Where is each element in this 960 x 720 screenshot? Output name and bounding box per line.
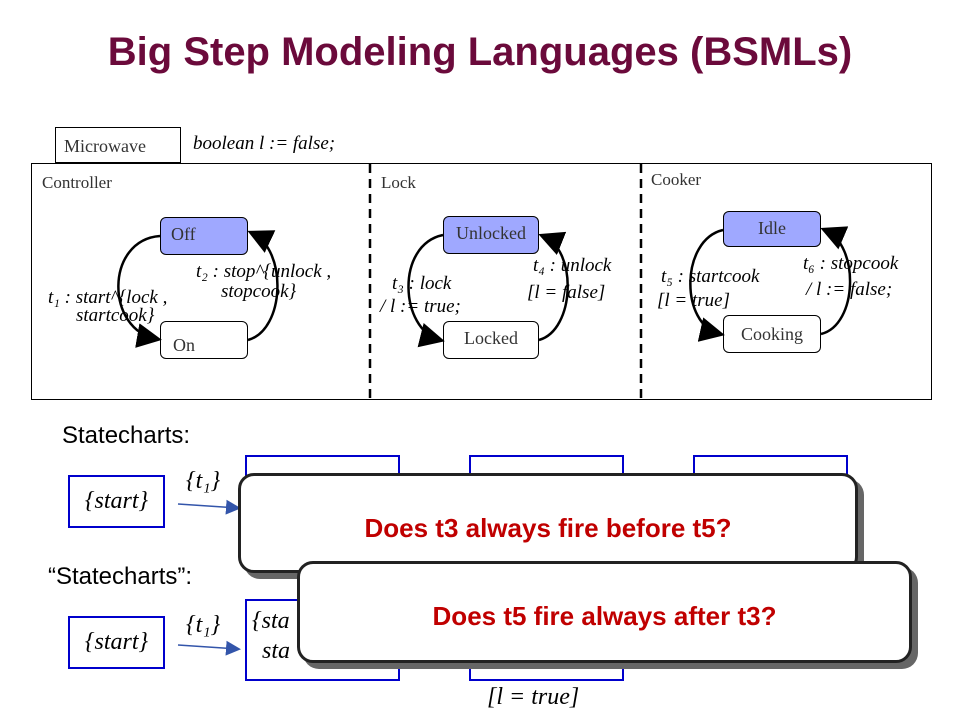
question-callout-1: Does t3 always fire before t5? [238,473,858,573]
state-unlocked[interactable]: Unlocked [443,216,539,254]
transition-arrow-t4 [538,231,569,342]
transition-label-t4-line1: t₄ : unlock [533,255,612,276]
transition-arrow-t5 [689,228,725,342]
transition-label-t1-line2: startcook} [76,305,155,326]
step-box-text-line2: sta [262,638,291,664]
question-callout-1-text: Does t3 always fire before t5? [364,513,732,543]
transition-arrow-t2 [247,230,279,342]
arrow-label-t1: {t₁} [186,468,221,494]
region-label-lock: Lock [381,173,416,192]
transition-label-t5-line1: t₅ : startcook [661,266,760,287]
start-step-box-2: {start} [68,616,165,669]
transition-label-t6-line1: t₆ : stopcook [803,253,899,274]
page-title: Big Step Modeling Languages (BSMLs) [107,30,853,74]
transition-arrow-t1 [117,234,162,348]
section-label-statecharts: Statecharts: [62,422,191,449]
section-label-statecharts-quoted: “Statecharts”: [48,563,193,590]
state-locked[interactable]: Locked [443,321,539,359]
state-cooking[interactable]: Cooking [723,315,821,353]
transition-label-t2-line1: t₂ : stop^{unlock , [196,261,332,282]
transition-label-t5-line2: [l = true] [657,290,730,311]
region-label-controller: Controller [42,173,112,192]
sequence-arrow [177,640,241,656]
model-tab-label: Microwave [55,127,181,163]
transition-arrow-t3 [407,233,445,348]
arrow-label-t1-2: {t₁} [186,612,221,638]
transition-label-t4-line2: [l = false] [527,282,606,303]
state-on[interactable]: On [160,321,248,359]
start-step-text-2: {start} [84,629,149,655]
step-box-text-line1: {sta [252,608,290,634]
transition-label-t3-line2: / l := true; [380,296,461,317]
state-idle[interactable]: Idle [723,211,821,247]
statechart-frame [31,163,932,400]
start-step-text: {start} [84,488,149,514]
transition-label-t3-line1: t₃ : lock [392,273,452,294]
question-callout-2: Does t5 fire always after t3? [297,561,912,663]
question-callout-2-text: Does t5 fire always after t3? [432,601,777,631]
transition-arrow-t6 [820,226,852,336]
transition-label-t1-line1: t₁ : start^{lock , [48,287,168,308]
sequence-arrow [177,499,241,515]
guard-label: [l = true] [487,684,580,710]
start-step-box: {start} [68,475,165,528]
region-label-cooker: Cooker [651,170,702,189]
variable-declaration: boolean l := false; [193,133,336,154]
